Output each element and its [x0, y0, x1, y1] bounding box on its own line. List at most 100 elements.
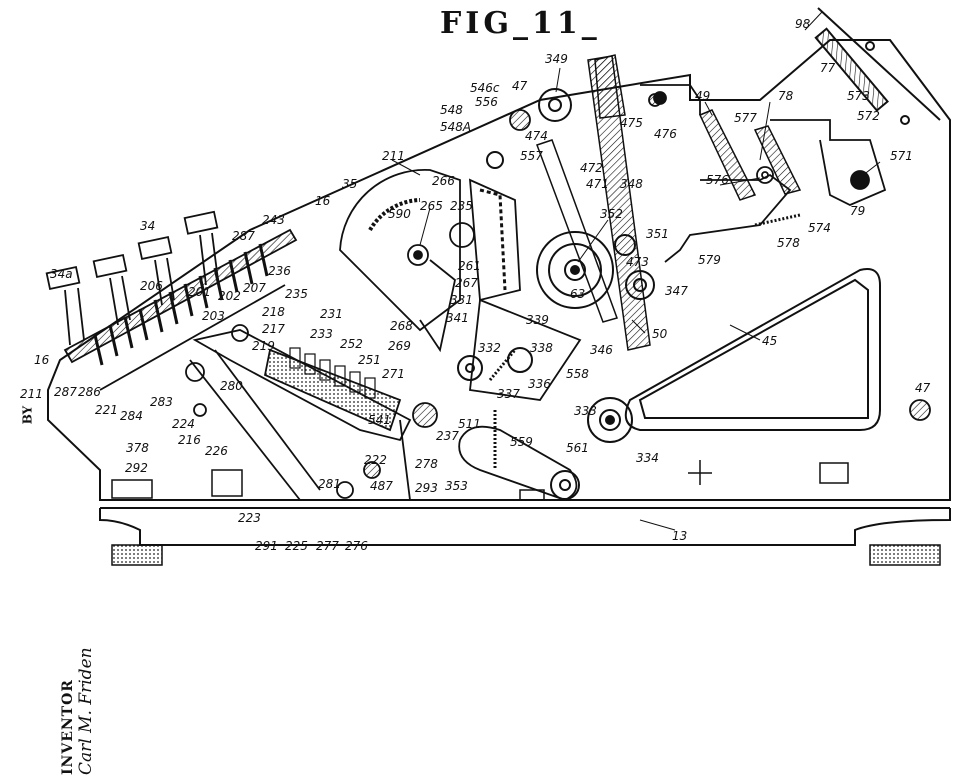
inventor-name: Carl M. Friden: [76, 647, 96, 775]
ref-472: 472: [580, 161, 603, 175]
ref-219: 219: [252, 339, 275, 353]
ref-287-left: 287: [54, 385, 77, 399]
ref-78: 78: [778, 89, 794, 103]
ref-557: 557: [520, 149, 543, 163]
ref-261: 261: [458, 259, 481, 273]
ref-45: 45: [762, 334, 777, 348]
ref-34a: 34a: [50, 267, 73, 281]
ref-243: 243: [262, 213, 285, 227]
ref-473: 473: [626, 255, 649, 269]
ref-235-lower: 235: [285, 287, 308, 301]
ref-590: 590: [388, 207, 411, 221]
leader-lines: [391, 11, 881, 531]
ref-226: 226: [205, 444, 228, 458]
ref-223: 223: [238, 511, 261, 525]
ref-35: 35: [342, 177, 357, 191]
ref-576: 576: [706, 173, 729, 187]
lower-linkage: [336, 93, 931, 501]
ref-225: 225: [285, 539, 308, 553]
ref-541: 541: [368, 413, 391, 427]
ref-378: 378: [126, 441, 149, 455]
ref-487: 487: [370, 479, 393, 493]
ref-333: 333: [574, 404, 597, 418]
ref-287: 287: [232, 229, 255, 243]
ref-353: 353: [445, 479, 468, 493]
ref-276: 276: [345, 539, 368, 553]
sector-gear: [339, 168, 521, 332]
ref-206: 206: [140, 279, 163, 293]
ref-332: 332: [478, 341, 501, 355]
ref-349: 349: [545, 52, 568, 66]
ref-548: 548: [440, 103, 463, 117]
base-studs: [111, 460, 849, 501]
ref-203: 203: [202, 309, 225, 323]
ref-221: 221: [95, 403, 118, 417]
ref-268: 268: [390, 319, 413, 333]
ref-271: 271: [382, 367, 405, 381]
ref-347: 347: [665, 284, 688, 298]
ref-237: 237: [436, 429, 459, 443]
ref-16-left: 16: [34, 353, 50, 367]
inventor-block: INVENTOR Carl M. Friden: [60, 595, 100, 775]
ref-50: 50: [652, 327, 668, 341]
ref-286: 286: [78, 385, 101, 399]
ref-291: 291: [255, 539, 278, 553]
ref-546c: 546c: [470, 81, 500, 95]
ref-231: 231: [320, 307, 343, 321]
ref-224: 224: [172, 417, 195, 431]
ref-336: 336: [528, 377, 551, 391]
ref-476: 476: [654, 127, 677, 141]
ref-338: 338: [530, 341, 553, 355]
ref-578: 578: [777, 236, 800, 250]
ref-474: 474: [525, 129, 548, 143]
ref-201: 201: [188, 285, 211, 299]
ref-280: 280: [220, 379, 243, 393]
ref-334: 334: [636, 451, 659, 465]
ref-236: 236: [268, 264, 291, 278]
ref-47: 47: [512, 79, 528, 93]
ref-265: 265: [420, 199, 443, 213]
ref-16: 16: [315, 194, 331, 208]
ref-573: 573: [847, 89, 870, 103]
ref-267: 267: [455, 276, 478, 290]
ref-216: 216: [178, 433, 201, 447]
feet: [111, 544, 941, 566]
ref-577: 577: [734, 111, 757, 125]
printing-carriage: [185, 324, 412, 501]
ref-471: 471: [586, 177, 609, 191]
right-levers: [640, 84, 887, 263]
ref-293: 293: [415, 481, 438, 495]
ref-475: 475: [620, 116, 643, 130]
keyboard-bank: [45, 210, 298, 391]
ref-63: 63: [570, 287, 585, 301]
ref-13: 13: [672, 529, 687, 543]
mechanism-drawing: 98 49 77 78 573 572 571 79 574 578 577 5…: [20, 7, 951, 566]
ref-292: 292: [125, 461, 148, 475]
ref-252: 252: [340, 337, 363, 351]
ref-331: 331: [450, 293, 473, 307]
ref-278: 278: [415, 457, 438, 471]
ref-79: 79: [850, 204, 865, 218]
ref-579: 579: [698, 253, 721, 267]
ref-348: 348: [620, 177, 643, 191]
ref-284: 284: [120, 409, 143, 423]
ref-77: 77: [820, 61, 836, 75]
ref-211: 211: [382, 149, 405, 163]
ref-556: 556: [475, 95, 498, 109]
ref-281: 281: [318, 477, 341, 491]
ref-217: 217: [262, 322, 285, 336]
ref-202: 202: [218, 289, 241, 303]
ref-98: 98: [795, 17, 811, 31]
ref-559: 559: [510, 435, 533, 449]
ref-269: 269: [388, 339, 411, 353]
ref-341: 341: [446, 311, 469, 325]
ref-233: 233: [310, 327, 333, 341]
ref-339: 339: [526, 313, 549, 327]
ref-211-left: 211: [20, 387, 43, 401]
ref-558: 558: [566, 367, 589, 381]
reference-numerals: 98 49 77 78 573 572 571 79 574 578 577 5…: [20, 17, 931, 553]
ref-283: 283: [150, 395, 173, 409]
ref-251: 251: [358, 353, 381, 367]
hatched-bars: [536, 54, 802, 351]
ref-235: 235: [450, 199, 473, 213]
